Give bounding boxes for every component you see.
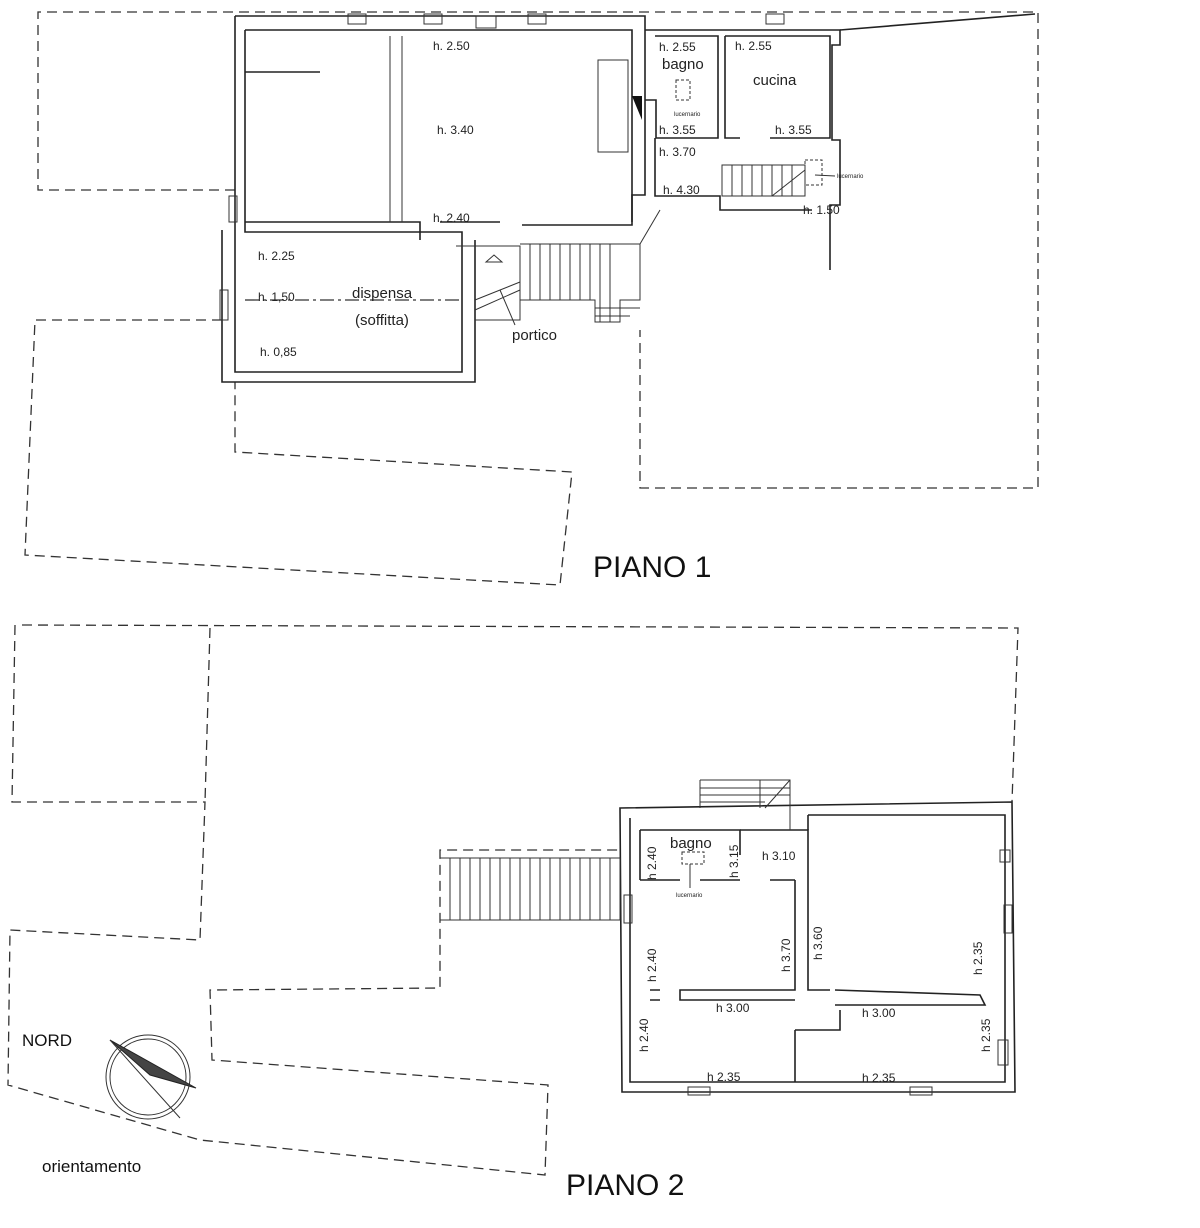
height-label: h. 3.55	[775, 123, 812, 137]
room-label-portico: portico	[512, 327, 557, 344]
height-label: h. 2.25	[258, 249, 295, 263]
piano1-site-outline	[24, 11, 1039, 586]
piano1-labels: h. 2.50 h. 3.40 h. 2.40 h. 2.55 bagno lu…	[258, 39, 864, 584]
height-label: h. 1,50	[258, 290, 295, 304]
height-label: h 2.40	[645, 948, 659, 982]
height-label: h 2.35	[971, 941, 985, 975]
height-label: h 2.35	[979, 1018, 993, 1052]
height-label: h 3.70	[779, 938, 793, 972]
floor-title-piano1: PIANO 1	[593, 551, 711, 584]
height-label: h. 1.50	[803, 203, 840, 217]
height-label: h 3.00	[862, 1006, 896, 1020]
piano1-walls	[219, 13, 1036, 383]
skylight-label: lucernario	[674, 112, 701, 118]
height-label: h. 2.40	[433, 211, 470, 225]
room-label-cucina: cucina	[753, 72, 797, 89]
compass: NORD orientamento	[22, 1031, 197, 1176]
height-label: h 3.10	[762, 849, 796, 863]
height-label: h. 3.70	[659, 145, 696, 159]
height-label: h. 2.55	[659, 40, 696, 54]
height-label: h 3.00	[716, 1001, 750, 1015]
skylight-label: lucernario	[837, 174, 864, 180]
room-label-soffitta: (soffitta)	[355, 312, 409, 329]
height-label: h. 2.55	[735, 39, 772, 53]
height-label: h 2.35	[862, 1071, 896, 1085]
skylight-icon	[675, 79, 691, 101]
height-label: h. 4.30	[663, 183, 700, 197]
piano2-labels: bagno h 2.40 h 3.15 h 3.10 lucernario h …	[566, 835, 993, 1202]
room-label-bagno: bagno	[670, 835, 712, 852]
compass-icon	[105, 1034, 197, 1120]
height-label: h 3.60	[811, 926, 825, 960]
piano2-site-outline	[7, 624, 1019, 1176]
height-label: h. 3.55	[659, 123, 696, 137]
orientation-caption: orientamento	[42, 1157, 141, 1176]
height-label: h. 3.40	[437, 123, 474, 137]
height-label: h 2.40	[637, 1018, 651, 1052]
skylight-label: lucernario	[676, 893, 703, 899]
room-label-dispensa: dispensa	[352, 285, 413, 302]
piano2-walls	[440, 779, 1016, 1096]
room-label-bagno: bagno	[662, 56, 704, 73]
north-label: NORD	[22, 1031, 72, 1050]
height-label: h. 2.50	[433, 39, 470, 53]
floor-title-piano2: PIANO 2	[566, 1169, 684, 1202]
height-label: h. 0,85	[260, 345, 297, 359]
height-label: h 2.35	[707, 1070, 741, 1084]
height-label: h 3.15	[727, 844, 741, 878]
height-label: h 2.40	[645, 846, 659, 880]
skylight-icon	[681, 851, 705, 865]
